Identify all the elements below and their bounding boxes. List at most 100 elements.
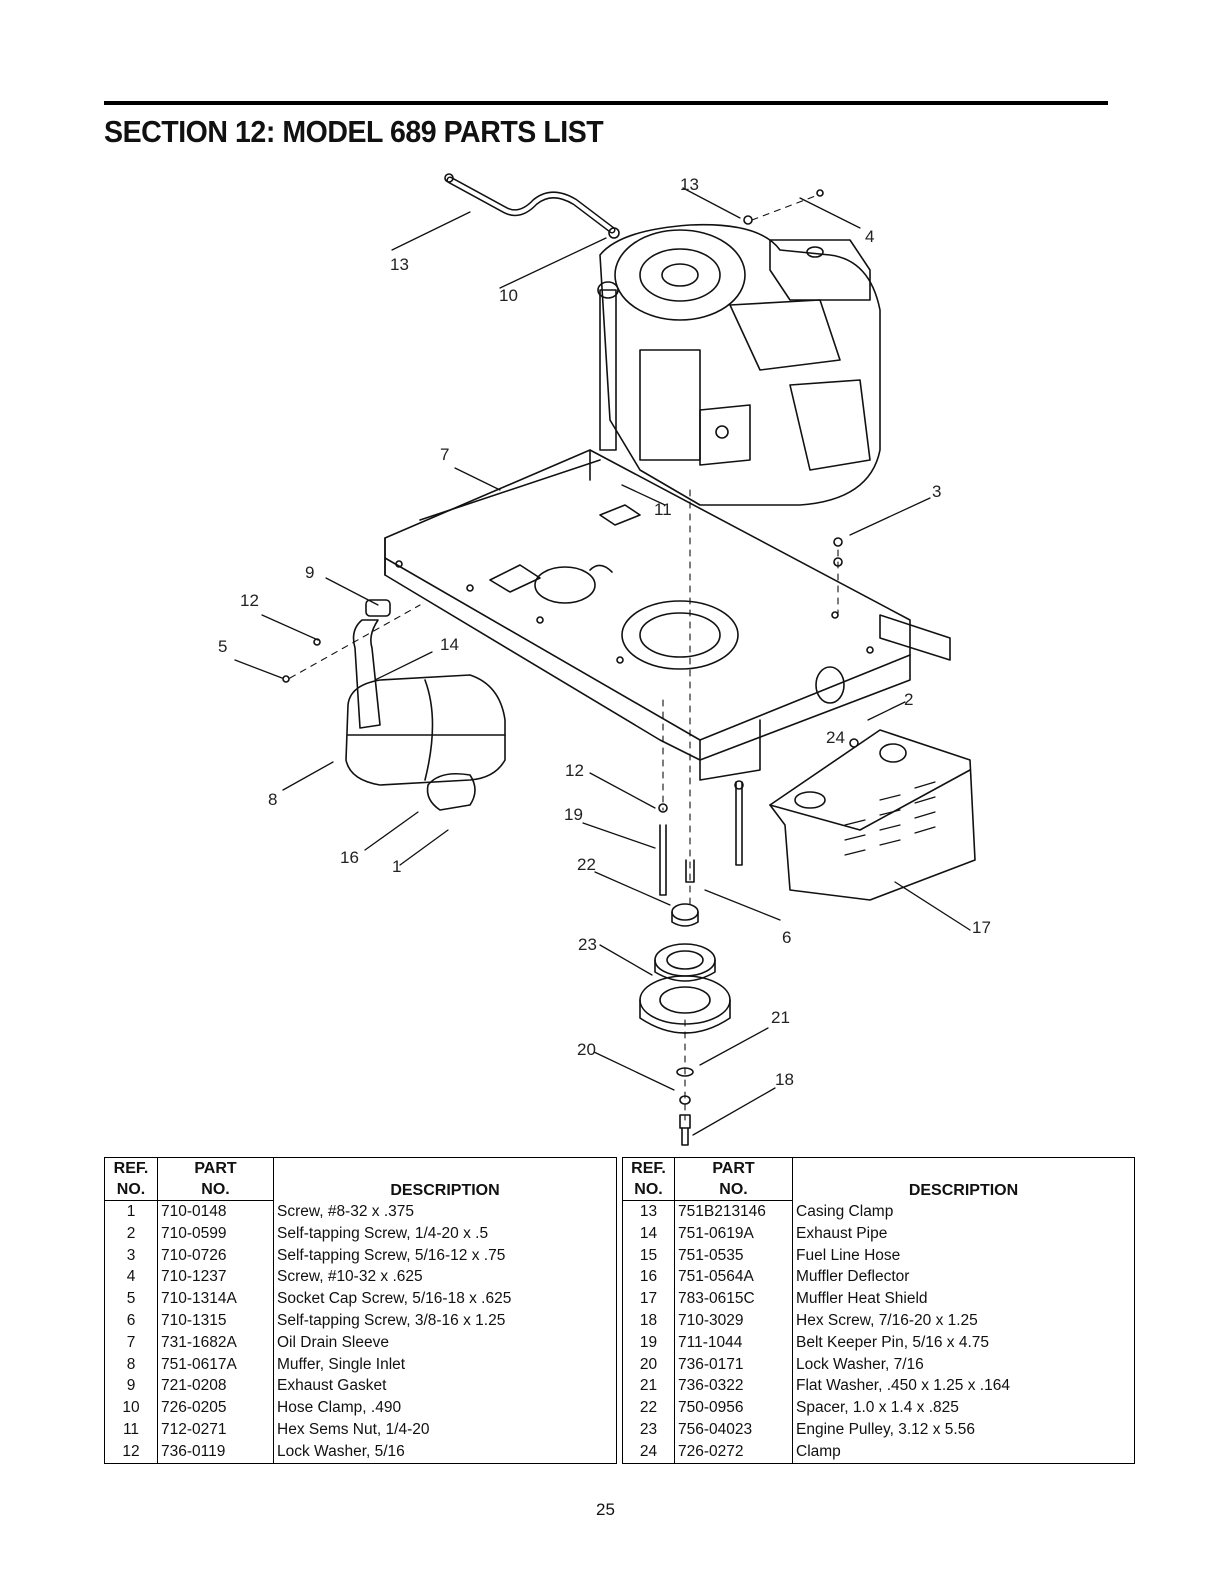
frame-drawing (384, 449, 951, 781)
ref-number: 13 (622, 1200, 675, 1223)
callout-11: 11 (654, 500, 672, 519)
ref-number: 15 (622, 1244, 675, 1267)
callout-15: 13 (390, 255, 409, 274)
part-description: Flat Washer, .450 x 1.25 x .164 (792, 1375, 1135, 1398)
header-row-2: NO. NO. (622, 1179, 1135, 1201)
part-description: Screw, #10-32 x .625 (273, 1266, 617, 1289)
ref-number: 1 (104, 1200, 158, 1223)
part-number: 751-0617A (157, 1353, 274, 1376)
callout-3: 3 (932, 482, 941, 501)
callout-4: 4 (865, 227, 874, 246)
ref-number: 2 (104, 1222, 158, 1245)
ref-number: 17 (622, 1288, 675, 1310)
callout-2: 2 (904, 690, 913, 709)
callout-24: 24 (826, 728, 845, 747)
part-description: Hose Clamp, .490 (273, 1397, 617, 1419)
description-header: DESCRIPTION (273, 1157, 617, 1201)
part-number: 710-1237 (157, 1266, 274, 1289)
part-description: Engine Pulley, 3.12 x 5.56 (792, 1418, 1135, 1441)
callout-17: 17 (972, 918, 991, 937)
callout-14: 14 (440, 635, 459, 654)
header-row-1: REF. PART DESCRIPTION (104, 1157, 617, 1201)
part-number: 726-0205 (157, 1397, 274, 1419)
part-description: Oil Drain Sleeve (273, 1331, 617, 1354)
part-number: 751-0619A (674, 1222, 793, 1245)
part-description: Fuel Line Hose (792, 1244, 1135, 1267)
callout-labels: 13 10 13 4 7 11 3 9 12 5 14 8 16 1 2 24 … (218, 175, 991, 1089)
callout-12-left: 12 (240, 591, 259, 610)
ref-header-line2: NO. (104, 1179, 158, 1201)
callout-20: 20 (577, 1040, 596, 1059)
ref-number: 9 (104, 1375, 158, 1398)
part-number: 756-04023 (674, 1418, 793, 1441)
callout-7: 7 (440, 445, 449, 464)
fuel-line-hose-drawing (444, 173, 620, 239)
part-number: 751-0535 (674, 1244, 793, 1267)
callout-22: 22 (577, 855, 596, 874)
part-number: 710-0148 (157, 1200, 274, 1223)
ref-number: 16 (622, 1266, 675, 1289)
callout-9: 9 (305, 563, 314, 582)
part-number: 736-0119 (157, 1440, 274, 1464)
part-number: 710-1315 (157, 1309, 274, 1332)
part-number: 731-1682A (157, 1331, 274, 1354)
part-number: 712-0271 (157, 1418, 274, 1441)
leader-lines (234, 187, 971, 1136)
callout-1: 1 (392, 857, 401, 876)
alignment-lines (289, 194, 839, 1121)
part-number: 726-0272 (674, 1440, 793, 1464)
ref-number: 12 (104, 1440, 158, 1464)
muffler-drawing (282, 599, 506, 811)
callout-23: 23 (578, 935, 597, 954)
part-number: 710-0726 (157, 1244, 274, 1267)
callout-12-center: 12 (565, 761, 584, 780)
part-description: Exhaust Pipe (792, 1222, 1135, 1245)
ref-number: 11 (104, 1418, 158, 1441)
ref-header-line1: REF. (622, 1157, 675, 1179)
ref-number: 19 (622, 1331, 675, 1354)
callout-10: 10 (499, 286, 518, 305)
part-description: Self-tapping Screw, 5/16-12 x .75 (273, 1244, 617, 1267)
ref-number: 18 (622, 1309, 675, 1332)
part-number: 710-0599 (157, 1222, 274, 1245)
part-header-line1: PART (157, 1157, 274, 1179)
part-number: 710-1314A (157, 1288, 274, 1310)
part-description: Self-tapping Screw, 3/8-16 x 1.25 (273, 1309, 617, 1332)
engine-drawing (597, 223, 881, 506)
part-header-line2: NO. (674, 1179, 793, 1201)
ref-number: 23 (622, 1418, 675, 1441)
part-number: 711-1044 (674, 1331, 793, 1354)
part-description: Hex Screw, 7/16-20 x 1.25 (792, 1309, 1135, 1332)
part-description: Muffler Deflector (792, 1266, 1135, 1289)
callout-5: 5 (218, 637, 227, 656)
part-number: 736-0171 (674, 1353, 793, 1376)
ref-number: 22 (622, 1397, 675, 1419)
ref-number: 6 (104, 1309, 158, 1332)
ref-number: 24 (622, 1440, 675, 1464)
part-number: 783-0615C (674, 1288, 793, 1310)
part-description: Clamp (792, 1440, 1135, 1464)
part-number: 736-0322 (674, 1375, 793, 1398)
ref-number: 7 (104, 1331, 158, 1354)
part-description: Muffler Heat Shield (792, 1288, 1135, 1310)
ref-number: 3 (104, 1244, 158, 1267)
callout-21: 21 (771, 1008, 790, 1027)
callout-8: 8 (268, 790, 277, 809)
